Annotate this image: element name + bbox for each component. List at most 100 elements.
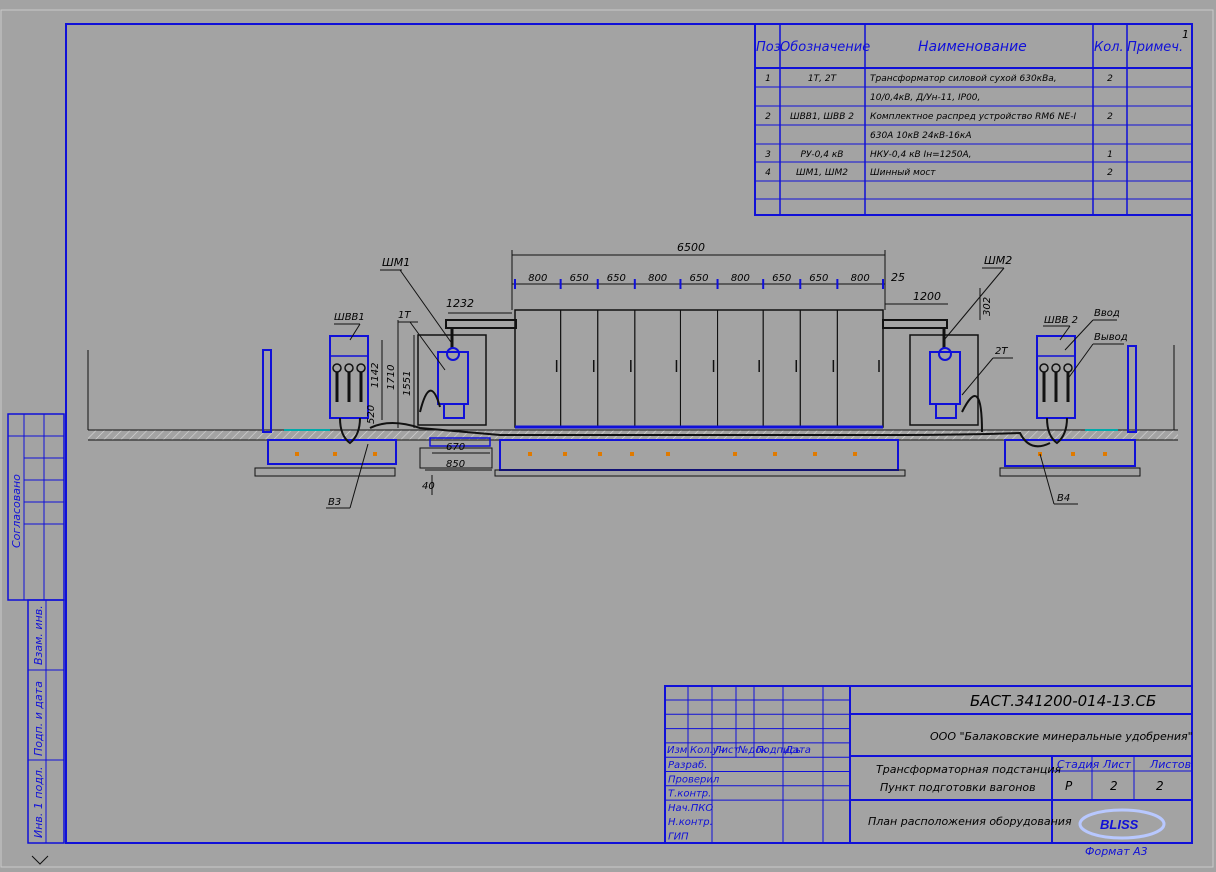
tb-role-label: Н.контр.	[668, 817, 713, 828]
dim-right-width: 1200	[913, 290, 941, 303]
panel-4	[634, 309, 681, 428]
spec-pos: 1	[765, 74, 771, 84]
walls	[262, 345, 1137, 433]
tb-col-label: Изм	[667, 745, 688, 756]
bus-bridge-shm1	[445, 319, 517, 348]
floor-slab	[87, 345, 1178, 477]
rm6-shvv2	[1036, 335, 1076, 445]
spec-qty: 2	[1107, 168, 1113, 178]
left-binding-strip: Согласовано Взам. инв. Подп. и дата Инв.…	[7, 413, 65, 844]
dim-right-height: 302	[982, 297, 993, 316]
tb-col-label: №док	[737, 745, 767, 756]
tb-role-label: Т.контр.	[668, 789, 711, 800]
spec-qty: 2	[1107, 112, 1113, 122]
lamp-marker	[630, 452, 634, 456]
sheet-label: Лист	[1102, 758, 1131, 771]
panel-7	[762, 309, 801, 428]
lamp-marker	[853, 452, 857, 456]
spec-name: 630А 10кВ 24кВ-16кА	[870, 131, 971, 141]
lamp-marker	[563, 452, 567, 456]
logo-text: BLISS	[1100, 817, 1139, 832]
stage-value: Р	[1065, 779, 1073, 793]
label-shm2: ШМ2	[984, 254, 1012, 267]
spec-designation: ШВВ1, ШВВ 2	[790, 112, 854, 122]
leader-labels: ШМ1 ШМ2 ШВВ1 ШВВ 2 1Т 2Т Ввод Вывод В3 В…	[326, 254, 1128, 509]
dim-1710: 1710	[386, 365, 397, 390]
dim-panel: 650	[809, 273, 828, 284]
lamp-marker	[373, 452, 377, 456]
label-vyvod: Вывод	[1094, 332, 1128, 343]
tb-role-label: Проверил	[668, 774, 720, 785]
lamp-marker	[813, 452, 817, 456]
lamp-marker	[598, 452, 602, 456]
tb-role-label: Разраб.	[668, 759, 707, 771]
lamp-marker	[528, 452, 532, 456]
dim-panel: 650	[689, 273, 708, 284]
dim-panel: 800	[648, 273, 667, 284]
lamp-marker	[295, 452, 299, 456]
label-vvod: Ввод	[1094, 308, 1120, 319]
label-shm1: ШМ1	[382, 256, 410, 269]
dim-1142: 1142	[370, 363, 381, 388]
sheet-value: 2	[1110, 779, 1118, 793]
lamp-marker	[666, 452, 670, 456]
spec-pos: 2	[765, 112, 771, 122]
spec-name: Комплектное распред устройство RM6 NE-I	[870, 112, 1076, 122]
label-shvv1: ШВВ1	[334, 312, 365, 323]
page-number: 1	[1182, 28, 1189, 41]
panel-8	[799, 309, 838, 428]
bliss-logo-icon	[1078, 808, 1166, 840]
panel-5	[679, 309, 719, 428]
hdr-qty: Кол.	[1094, 40, 1124, 55]
dim-left-width: 1232	[446, 297, 474, 310]
tb-role-label: Нач.ПКО	[668, 803, 713, 814]
dim-gap: 25	[891, 271, 905, 284]
lamp-marker	[333, 452, 337, 456]
lamp-marker	[773, 452, 777, 456]
panel-6	[717, 309, 764, 428]
dim-panel: 650	[570, 273, 589, 284]
spec-qty: 1	[1107, 150, 1113, 160]
doc-code: БАСТ.341200-014-13.СБ	[970, 692, 1156, 710]
stage-label: Стадия	[1057, 758, 1100, 771]
hdr-name: Наименование	[918, 39, 1027, 55]
tb-col-label: Кол.уч	[690, 745, 725, 756]
spec-designation: ШМ1, ШМ2	[796, 168, 848, 178]
panel-1	[514, 309, 562, 428]
dim-850: 850	[446, 459, 465, 470]
panel-2	[560, 309, 599, 428]
format-label: Формат А3	[1085, 845, 1148, 858]
dim-panel: 650	[607, 273, 626, 284]
podp-data-label: Подп. и дата	[32, 681, 45, 756]
drawing-frame	[65, 23, 1193, 844]
lamp-marker	[1103, 452, 1107, 456]
panel-3	[597, 309, 636, 428]
rm6-shvv1	[329, 335, 369, 445]
object-line2: Пункт подготовки вагонов	[880, 781, 1036, 794]
tb-col-label: Дата	[784, 745, 811, 756]
spec-name: Трансформатор силовой сухой 630кВа,	[870, 74, 1057, 84]
label-v3: В3	[328, 497, 341, 508]
hdr-designation: Обозначение	[780, 40, 870, 55]
dim-520: 520	[366, 405, 377, 424]
spec-qty: 2	[1107, 74, 1113, 84]
dim-panel: 800	[851, 273, 870, 284]
tb-role-label: ГИП	[668, 832, 689, 843]
label-2t: 2Т	[995, 346, 1008, 357]
inv-zam-label: Взам. инв.	[32, 605, 45, 665]
lamp-marker	[1071, 452, 1075, 456]
sheet-title: План расположения оборудования	[868, 815, 1072, 828]
hdr-note: Примеч.	[1127, 40, 1183, 55]
label-1t: 1Т	[398, 310, 411, 321]
dim-panel: 800	[731, 273, 750, 284]
spec-name: НКУ-0,4 кВ Iн=1250А,	[870, 150, 972, 160]
tb-col-label: Подпись	[756, 745, 801, 756]
dim-1551: 1551	[402, 371, 413, 396]
dim-40: 40	[422, 481, 435, 492]
inv-podl-label: Инв. 1 подл.	[32, 767, 45, 838]
panel-9	[836, 309, 884, 428]
